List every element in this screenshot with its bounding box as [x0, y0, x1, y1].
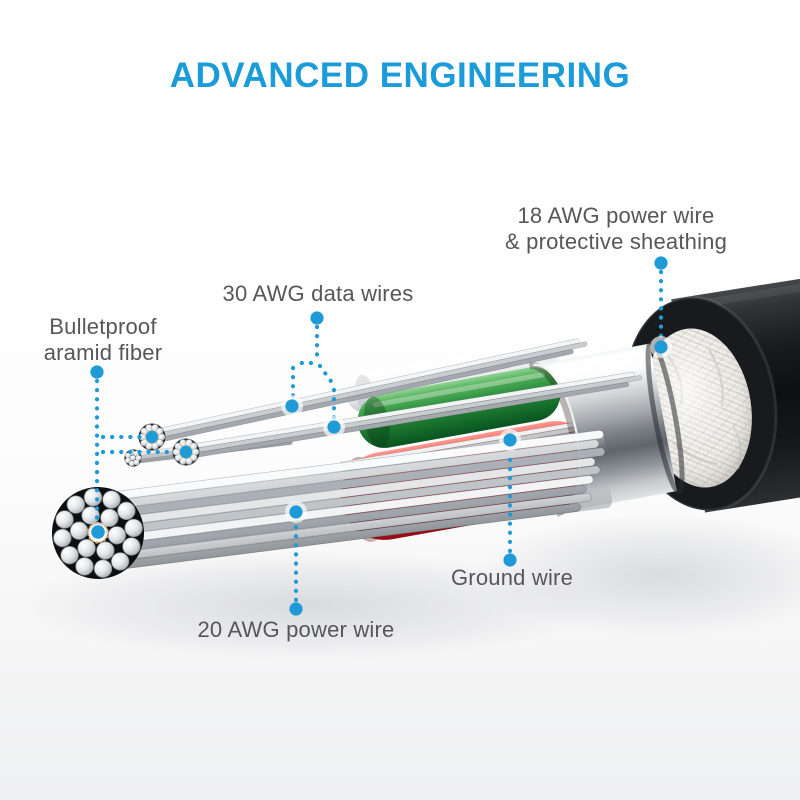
- marker-dot: [654, 340, 668, 354]
- label-ground-wire: Ground wire: [451, 565, 573, 591]
- soft-shadow: [20, 550, 600, 660]
- marker-dots: [88, 256, 672, 616]
- aramid-sheath-braid: [644, 328, 752, 488]
- marker-dot: [503, 433, 517, 447]
- marker-dot-halo-group: [88, 336, 672, 542]
- data-wire-bundle-upper: [150, 338, 588, 444]
- label-line: Bulletproof: [49, 314, 157, 339]
- page-title: ADVANCED ENGINEERING: [169, 56, 631, 95]
- marker-dot: [90, 365, 104, 379]
- marker-dot: [145, 430, 159, 444]
- label-line: 20 AWG power wire: [197, 617, 395, 642]
- leader-30awg: [290, 324, 337, 421]
- marker-dot: [179, 445, 193, 459]
- label-line: 30 AWG data wires: [222, 281, 414, 306]
- label-line: 18 AWG power wire: [517, 203, 715, 228]
- marker-dot: [289, 602, 303, 616]
- data-wire-bundle-lower: [184, 371, 643, 459]
- label-18awg-power-wire-sheathing: 18 AWG power wire & protective sheathing: [505, 203, 727, 255]
- marker-dot: [91, 525, 105, 539]
- marker-dot: [310, 311, 324, 325]
- leader-aramid: [94, 378, 176, 522]
- marker-dot: [327, 420, 341, 434]
- label-20awg-power-wire: 20 AWG power wire: [198, 617, 395, 643]
- power-wire-20awg-bundle: [93, 430, 613, 572]
- marker-dot: [654, 256, 668, 270]
- label-line: aramid fiber: [43, 340, 163, 365]
- marker-dot: [503, 553, 517, 567]
- label-bulletproof-aramid-fiber: Bulletproof aramid fiber: [44, 314, 163, 366]
- marker-dot: [289, 505, 303, 519]
- label-line: & protective sheathing: [504, 229, 728, 254]
- soft-shadow: [475, 513, 800, 637]
- label-30awg-data-wires: 30 AWG data wires: [223, 281, 414, 307]
- marker-dot: [285, 399, 299, 413]
- label-line: Ground wire: [450, 565, 574, 590]
- leader-lines: [94, 269, 664, 603]
